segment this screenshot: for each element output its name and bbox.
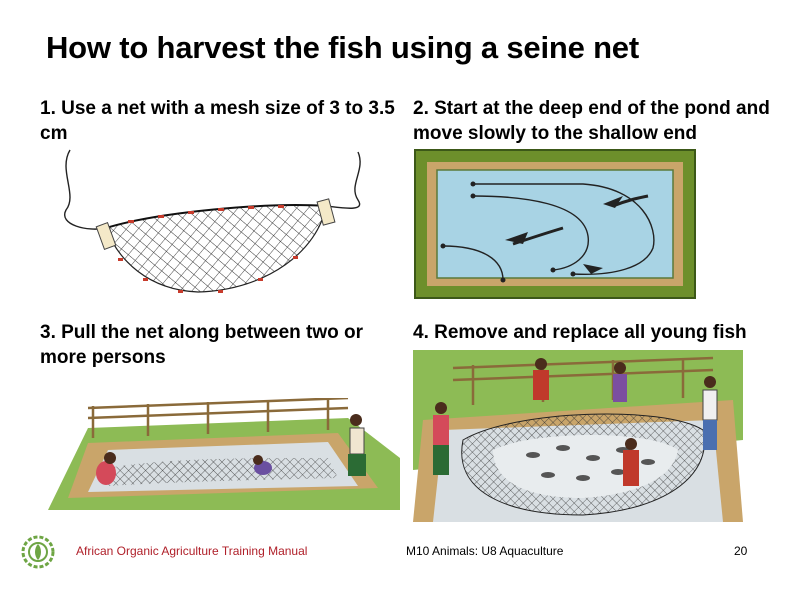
pulling-net-illustration xyxy=(48,398,400,510)
footer-module: M10 Animals: U8 Aquaculture xyxy=(406,544,564,558)
slide-title: How to harvest the fish using a seine ne… xyxy=(46,30,639,65)
pond-top-view-illustration xyxy=(414,149,696,299)
step-3-text: 3. Pull the net along between two or mor… xyxy=(40,322,364,368)
page-number: 20 xyxy=(734,544,748,558)
footer-manual-title: African Organic Agriculture Training Man… xyxy=(76,544,308,558)
step-4-text: 4. Remove and replace all young fish xyxy=(413,322,747,343)
step-1-text: 1. Use a net with a mesh size of 3 to 3.… xyxy=(40,98,395,144)
removing-young-fish-illustration xyxy=(413,350,743,522)
manual-logo-icon xyxy=(21,535,55,569)
seine-net-illustration xyxy=(63,149,361,293)
step-2-text: 2. Start at the deep end of the pond and… xyxy=(413,98,770,144)
